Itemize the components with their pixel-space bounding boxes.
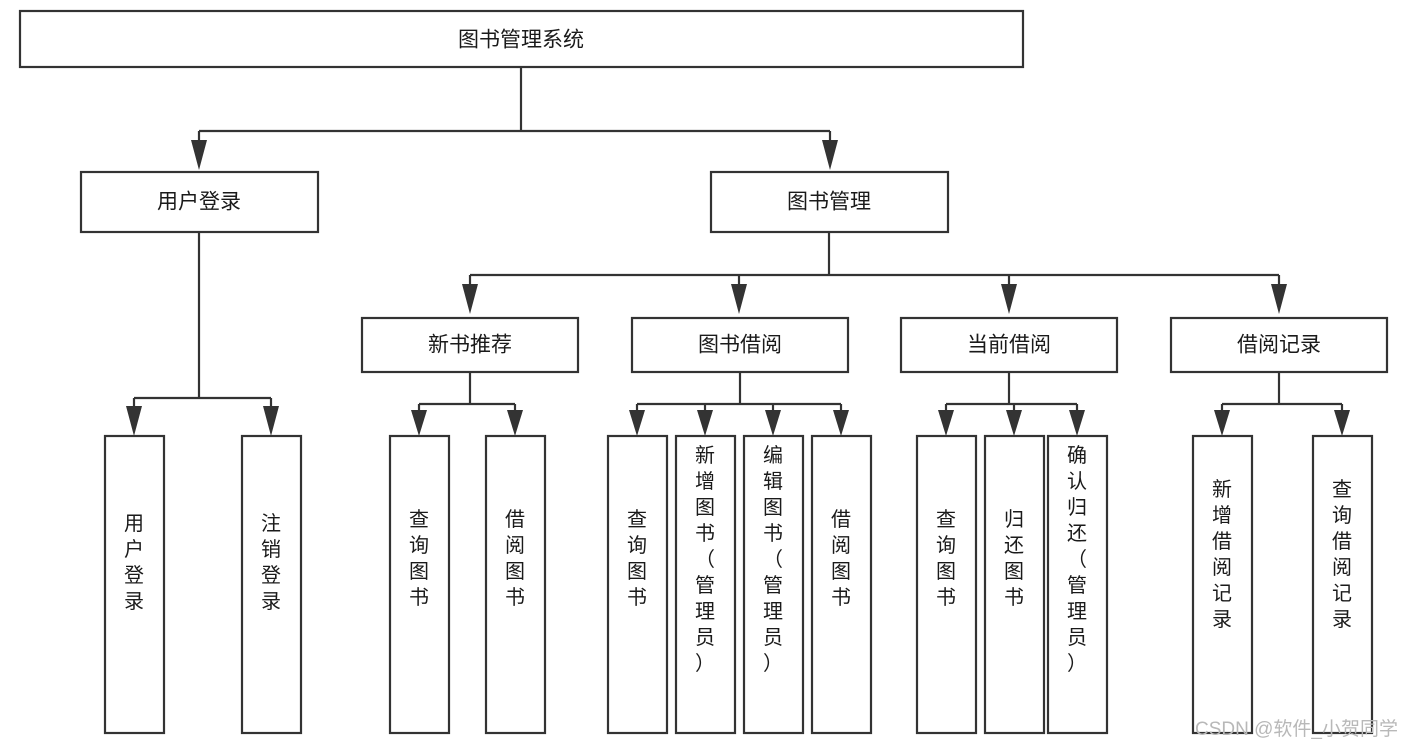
- arrow-head-icon: [462, 284, 478, 314]
- leaf-node-box[interactable]: [1046, 434, 1109, 735]
- leaf-node-box[interactable]: [983, 434, 1046, 735]
- connector-borrow-record-to-leaves: [1214, 372, 1350, 436]
- arrow-head-icon: [731, 284, 747, 314]
- level2-node-label: 用户登录: [157, 191, 241, 214]
- level3-node-label: 借阅记录: [1237, 334, 1321, 357]
- leaf-node-box[interactable]: [915, 434, 978, 735]
- leaf-node-logout[interactable]: 注销登录: [240, 434, 303, 735]
- leaf-node-box[interactable]: [484, 434, 547, 735]
- connector-root-to-level2: [191, 67, 838, 170]
- connector-new-book-to-leaves: [411, 372, 523, 436]
- leaf-node-label: 查询图书: [627, 508, 647, 609]
- arrow-head-icon: [938, 410, 954, 436]
- level3-node-box[interactable]: [360, 316, 580, 374]
- leaf-node-label: 确认归还（管理员）: [1067, 444, 1087, 675]
- leaf-node-label: 用户登录: [124, 513, 144, 613]
- leaf-node-box[interactable]: [674, 434, 737, 735]
- leaf-node-box[interactable]: [388, 434, 451, 735]
- arrow-head-icon: [1334, 410, 1350, 436]
- arrow-head-icon: [1069, 410, 1085, 436]
- connector-user-login-to-leaves: [126, 232, 279, 436]
- leaf-node-box[interactable]: [103, 434, 166, 735]
- arrow-head-icon: [1271, 284, 1287, 314]
- arrow-head-icon: [1006, 410, 1022, 436]
- leaf-node-label: 归还图书: [1004, 508, 1024, 609]
- level3-node-box[interactable]: [899, 316, 1119, 374]
- arrow-head-icon: [1001, 284, 1017, 314]
- arrow-head-icon: [507, 410, 523, 436]
- leaf-node-label: 借阅图书: [505, 508, 525, 609]
- connector-current-borrow-to-leaves: [938, 372, 1085, 436]
- leaf-node-return-book[interactable]: 归还图书: [983, 434, 1046, 735]
- node-borrow-record[interactable]: 借阅记录: [1169, 316, 1389, 374]
- node-book-borrow[interactable]: 图书借阅: [630, 316, 850, 374]
- arrow-head-icon: [833, 410, 849, 436]
- leaf-node-edit-book-admin[interactable]: 编辑图书（管理员）: [742, 434, 805, 735]
- leaf-node-label: 查询借阅记录: [1332, 478, 1352, 631]
- arrow-head-icon: [629, 410, 645, 436]
- node-root-book-management-system[interactable]: 图书管理系统: [18, 9, 1025, 69]
- arrow-head-icon: [765, 410, 781, 436]
- arrow-head-icon: [411, 410, 427, 436]
- arrow-head-icon: [126, 406, 142, 436]
- arrow-head-icon: [697, 410, 713, 436]
- leaf-node-query-book-recommend[interactable]: 查询图书: [388, 434, 451, 735]
- level2-node-box[interactable]: [79, 170, 320, 234]
- leaf-node-label: 查询图书: [409, 508, 429, 609]
- root-node-box[interactable]: [18, 9, 1025, 69]
- level3-node-label: 当前借阅: [967, 334, 1051, 357]
- leaf-node-confirm-return-admin[interactable]: 确认归还（管理员）: [1046, 434, 1109, 735]
- leaf-node-label: 编辑图书（管理员）: [763, 444, 783, 675]
- leaf-node-box[interactable]: [240, 434, 303, 735]
- level2-node-label: 图书管理: [787, 191, 871, 214]
- arrow-head-icon: [822, 140, 838, 170]
- csdn-watermark: CSDN @软件_小贺同学: [1195, 718, 1398, 740]
- leaf-node-box[interactable]: [1311, 434, 1374, 735]
- leaf-node-add-book-admin[interactable]: 新增图书（管理员）: [674, 434, 737, 735]
- leaf-node-label: 查询图书: [936, 508, 956, 609]
- level3-node-label: 新书推荐: [428, 334, 512, 357]
- root-node-label: 图书管理系统: [458, 29, 584, 52]
- level3-node-label: 图书借阅: [698, 334, 782, 357]
- leaf-node-query-book[interactable]: 查询图书: [606, 434, 669, 735]
- arrow-head-icon: [191, 140, 207, 170]
- leaf-node-label: 新增图书（管理员）: [695, 444, 715, 675]
- leaf-node-query-borrow-record[interactable]: 查询借阅记录: [1311, 434, 1374, 735]
- leaf-node-borrow-book-recommend[interactable]: 借阅图书: [484, 434, 547, 735]
- leaf-node-box[interactable]: [810, 434, 873, 735]
- connector-book-borrow-to-leaves: [629, 372, 849, 436]
- leaf-node-label: 注销登录: [261, 512, 281, 613]
- leaf-node-borrow-book[interactable]: 借阅图书: [810, 434, 873, 735]
- leaf-node-box[interactable]: [606, 434, 669, 735]
- leaf-node-label: 新增借阅记录: [1212, 478, 1232, 631]
- arrow-head-icon: [263, 406, 279, 436]
- node-new-book-recommend[interactable]: 新书推荐: [360, 316, 580, 374]
- leaf-node-add-borrow-record[interactable]: 新增借阅记录: [1191, 434, 1254, 735]
- arrow-head-icon: [1214, 410, 1230, 436]
- leaf-node-user-login-action[interactable]: 用户登录: [103, 434, 166, 735]
- connector-book-management-to-level3: [462, 232, 1287, 314]
- node-book-management[interactable]: 图书管理: [709, 170, 950, 234]
- leaf-node-label: 借阅图书: [831, 508, 851, 609]
- node-user-login[interactable]: 用户登录: [79, 170, 320, 234]
- leaf-node-query-book-current[interactable]: 查询图书: [915, 434, 978, 735]
- node-current-borrow[interactable]: 当前借阅: [899, 316, 1119, 374]
- leaf-node-box[interactable]: [1191, 434, 1254, 735]
- leaf-node-box[interactable]: [742, 434, 805, 735]
